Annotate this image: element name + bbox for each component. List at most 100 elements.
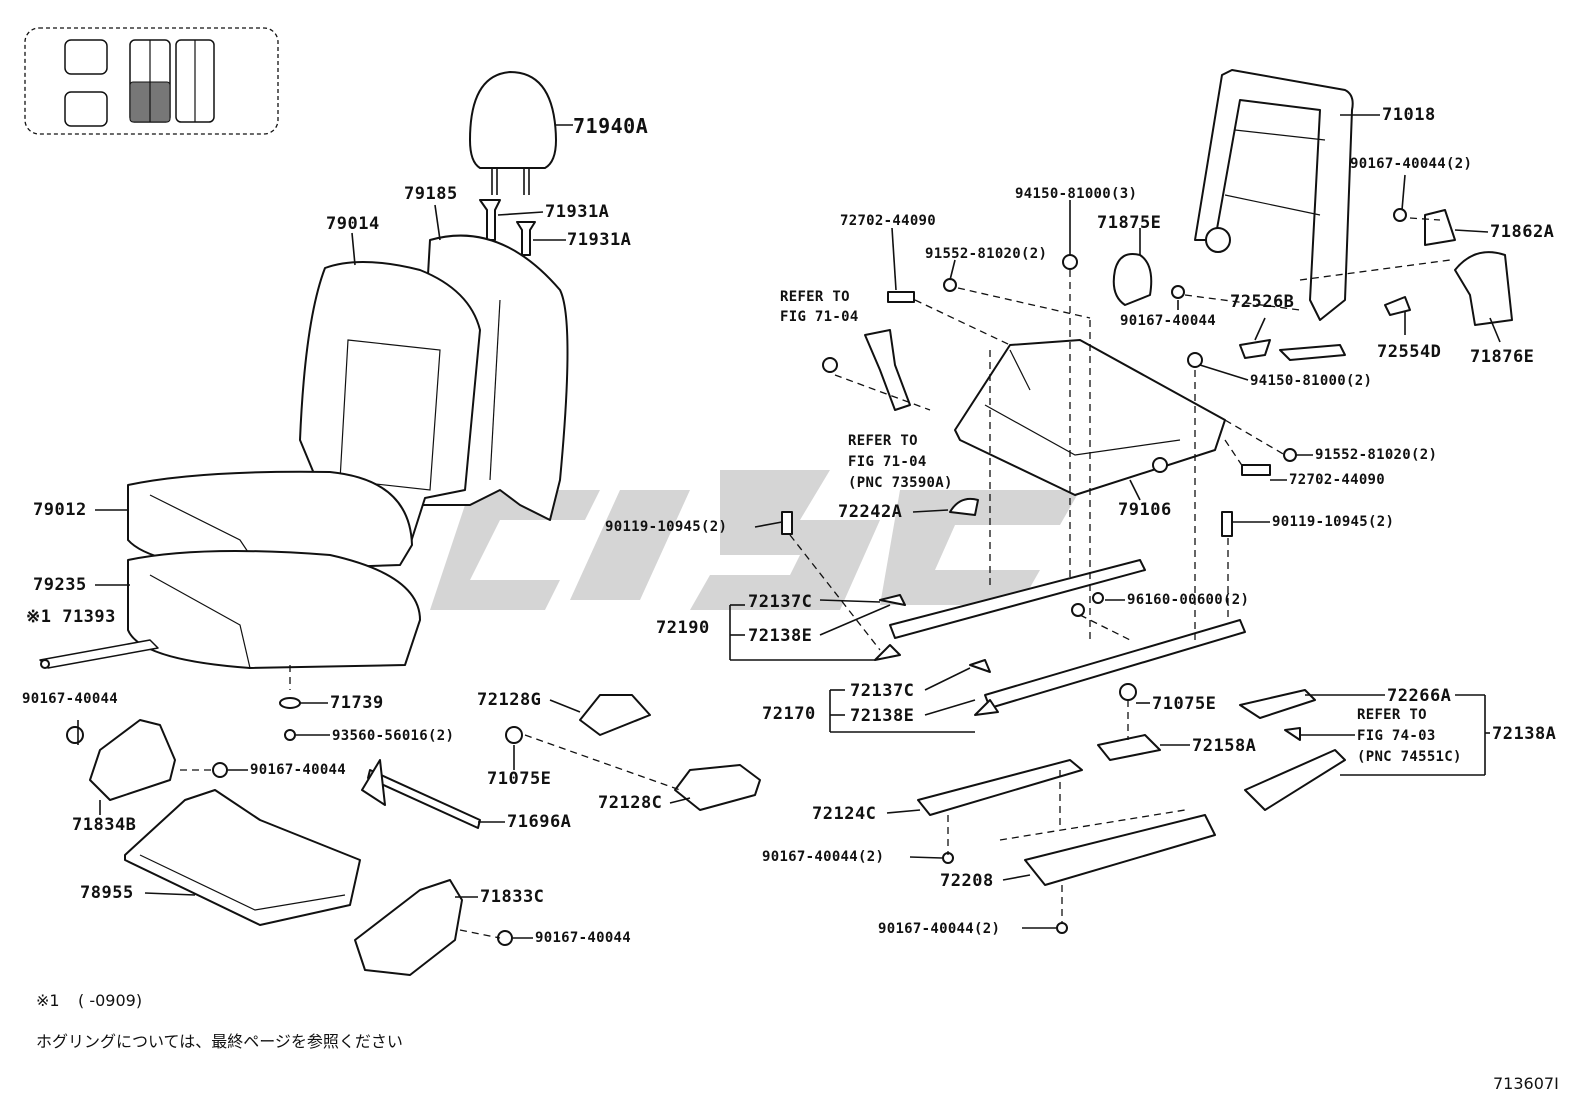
label-72170[interactable]: 72170 bbox=[762, 704, 816, 724]
label-79185[interactable]: 79185 bbox=[404, 184, 458, 204]
label-71862a[interactable]: 71862A bbox=[1490, 222, 1555, 242]
label-71075e-b[interactable]: 71075E bbox=[1152, 694, 1217, 714]
label-72208[interactable]: 72208 bbox=[940, 871, 994, 891]
reclining-cover-e-part bbox=[1454, 251, 1513, 326]
label-90167-40044-a[interactable]: 90167-40044 bbox=[22, 691, 119, 707]
label-72128g[interactable]: 72128G bbox=[477, 690, 542, 710]
label-72266a[interactable]: 72266A bbox=[1387, 686, 1452, 706]
label-90167-40044-e[interactable]: 90167-40044 bbox=[1120, 313, 1217, 329]
label-93560-56016[interactable]: 93560-56016(2) bbox=[332, 728, 455, 744]
label-79235[interactable]: 79235 bbox=[33, 575, 87, 595]
label-72190[interactable]: 72190 bbox=[656, 618, 710, 638]
refer-note-2-line1[interactable]: REFER TO bbox=[848, 433, 918, 449]
rail-cover-72158a-part bbox=[1097, 734, 1161, 761]
refer-note-3-line2[interactable]: FIG 74-03 bbox=[1357, 728, 1436, 744]
assembly-dashed-lines bbox=[180, 217, 1451, 939]
label-91552-81020-b[interactable]: 91552-81020(2) bbox=[1315, 447, 1438, 463]
clip-96160-part bbox=[1071, 592, 1104, 617]
label-72138a[interactable]: 72138A bbox=[1492, 724, 1557, 744]
headrest-part bbox=[469, 71, 557, 195]
label-71940a[interactable]: 71940A bbox=[573, 114, 649, 138]
knob-72526b-part bbox=[1239, 339, 1271, 359]
hook-wire-part bbox=[39, 639, 159, 669]
label-71018[interactable]: 71018 bbox=[1382, 105, 1436, 125]
label-90119-10945-b[interactable]: 90119-10945(2) bbox=[1272, 514, 1395, 530]
label-90167-40044-f[interactable]: 90167-40044(2) bbox=[762, 849, 885, 865]
figure-number: 713607I bbox=[1493, 1074, 1559, 1093]
label-72138e-b[interactable]: 72138E bbox=[850, 706, 915, 726]
refer-note-3-line1[interactable]: REFER TO bbox=[1357, 707, 1427, 723]
label-71393[interactable]: ※1 71393 bbox=[26, 607, 116, 627]
label-72702-44090-a[interactable]: 72702-44090 bbox=[840, 213, 937, 229]
rail-cover-72208-part bbox=[942, 814, 1216, 934]
refer-note-2-line2[interactable]: FIG 71-04 bbox=[848, 454, 927, 470]
seat-side-cover-part bbox=[66, 719, 228, 801]
seat-track-upper-part bbox=[874, 559, 1146, 661]
label-79012[interactable]: 79012 bbox=[33, 500, 87, 520]
label-90167-40044-d[interactable]: 90167-40044(2) bbox=[1350, 156, 1473, 172]
label-90167-40044-c[interactable]: 90167-40044 bbox=[535, 930, 632, 946]
label-72137c-b[interactable]: 72137C bbox=[850, 681, 915, 701]
seat-leg-cover-part bbox=[354, 879, 513, 976]
label-90167-40044-g[interactable]: 90167-40044(2) bbox=[878, 921, 1001, 937]
seat-belt-buckle-part bbox=[822, 329, 911, 411]
label-71931a-lower[interactable]: 71931A bbox=[567, 230, 632, 250]
headrest-guide-part bbox=[479, 199, 536, 256]
label-72526b[interactable]: 72526B bbox=[1230, 292, 1295, 312]
cover-71875e-part bbox=[1112, 253, 1185, 306]
label-79014[interactable]: 79014 bbox=[326, 214, 380, 234]
label-71696a[interactable]: 71696A bbox=[507, 812, 572, 832]
label-91552-81020-a[interactable]: 91552-81020(2) bbox=[925, 246, 1048, 262]
label-94150-81000-3[interactable]: 94150-81000(3) bbox=[1015, 186, 1138, 202]
footnote-marker: ※1 bbox=[36, 991, 60, 1010]
cushion-fastener-part bbox=[279, 665, 301, 741]
label-72128c[interactable]: 72128C bbox=[598, 793, 663, 813]
label-71833c[interactable]: 71833C bbox=[480, 887, 545, 907]
seat-pan-part bbox=[124, 789, 361, 926]
seat-position-locator-icon bbox=[24, 27, 279, 135]
bolt-72702-part bbox=[887, 291, 1271, 476]
label-94150-81000-2[interactable]: 94150-81000(2) bbox=[1250, 373, 1373, 389]
label-72158a[interactable]: 72158A bbox=[1192, 736, 1257, 756]
bolt-90119-part bbox=[781, 511, 1233, 537]
label-90167-40044-b[interactable]: 90167-40044 bbox=[250, 762, 347, 778]
footnote-range: ( -0909) bbox=[78, 991, 143, 1010]
cjsc-watermark bbox=[430, 470, 1080, 610]
leg-cover-c-part bbox=[674, 764, 761, 811]
leader-lines bbox=[77, 114, 1501, 939]
label-72554d[interactable]: 72554D bbox=[1377, 342, 1442, 362]
label-71739[interactable]: 71739 bbox=[330, 693, 384, 713]
clip-71075e-part bbox=[1119, 683, 1137, 701]
label-78955[interactable]: 78955 bbox=[80, 883, 134, 903]
label-71876e[interactable]: 71876E bbox=[1470, 347, 1535, 367]
seatback-frame-part bbox=[1194, 69, 1354, 321]
label-72138e-a[interactable]: 72138E bbox=[748, 626, 813, 646]
refer-note-1-line1[interactable]: REFER TO bbox=[780, 289, 850, 305]
rail-cover-72138a-part bbox=[1244, 749, 1346, 811]
seat-cushion-part bbox=[127, 470, 421, 669]
label-79106[interactable]: 79106 bbox=[1118, 500, 1172, 520]
seat-track-lower-part bbox=[969, 619, 1246, 716]
label-71875e[interactable]: 71875E bbox=[1097, 213, 1162, 233]
label-72137c-a[interactable]: 72137C bbox=[748, 592, 813, 612]
label-72242a[interactable]: 72242A bbox=[838, 502, 903, 522]
recliner-rail-part bbox=[361, 759, 481, 829]
reclining-cover-part bbox=[1393, 208, 1456, 246]
label-72702-44090-b[interactable]: 72702-44090 bbox=[1289, 472, 1386, 488]
refer-note-3-line3[interactable]: (PNC 74551C) bbox=[1357, 749, 1462, 765]
cover-72242a-part bbox=[949, 497, 979, 516]
label-71834b[interactable]: 71834B bbox=[72, 815, 137, 835]
label-71075e-a[interactable]: 71075E bbox=[487, 769, 552, 789]
rail-cover-72266a-part bbox=[1239, 689, 1316, 741]
refer-note-2-line3[interactable]: (PNC 73590A) bbox=[848, 475, 953, 491]
rail-cover-72124c-part bbox=[917, 759, 1083, 816]
footnote-hog-ring-note: ホグリングについては、最終ページを参照ください bbox=[36, 1032, 403, 1051]
leg-cover-g-part bbox=[505, 694, 651, 744]
label-72124c[interactable]: 72124C bbox=[812, 804, 877, 824]
label-71931a-upper[interactable]: 71931A bbox=[545, 202, 610, 222]
label-96160-00600[interactable]: 96160-00600(2) bbox=[1127, 592, 1250, 608]
label-90119-10945-a[interactable]: 90119-10945(2) bbox=[605, 519, 728, 535]
refer-note-1-line2[interactable]: FIG 71-04 bbox=[780, 309, 859, 325]
